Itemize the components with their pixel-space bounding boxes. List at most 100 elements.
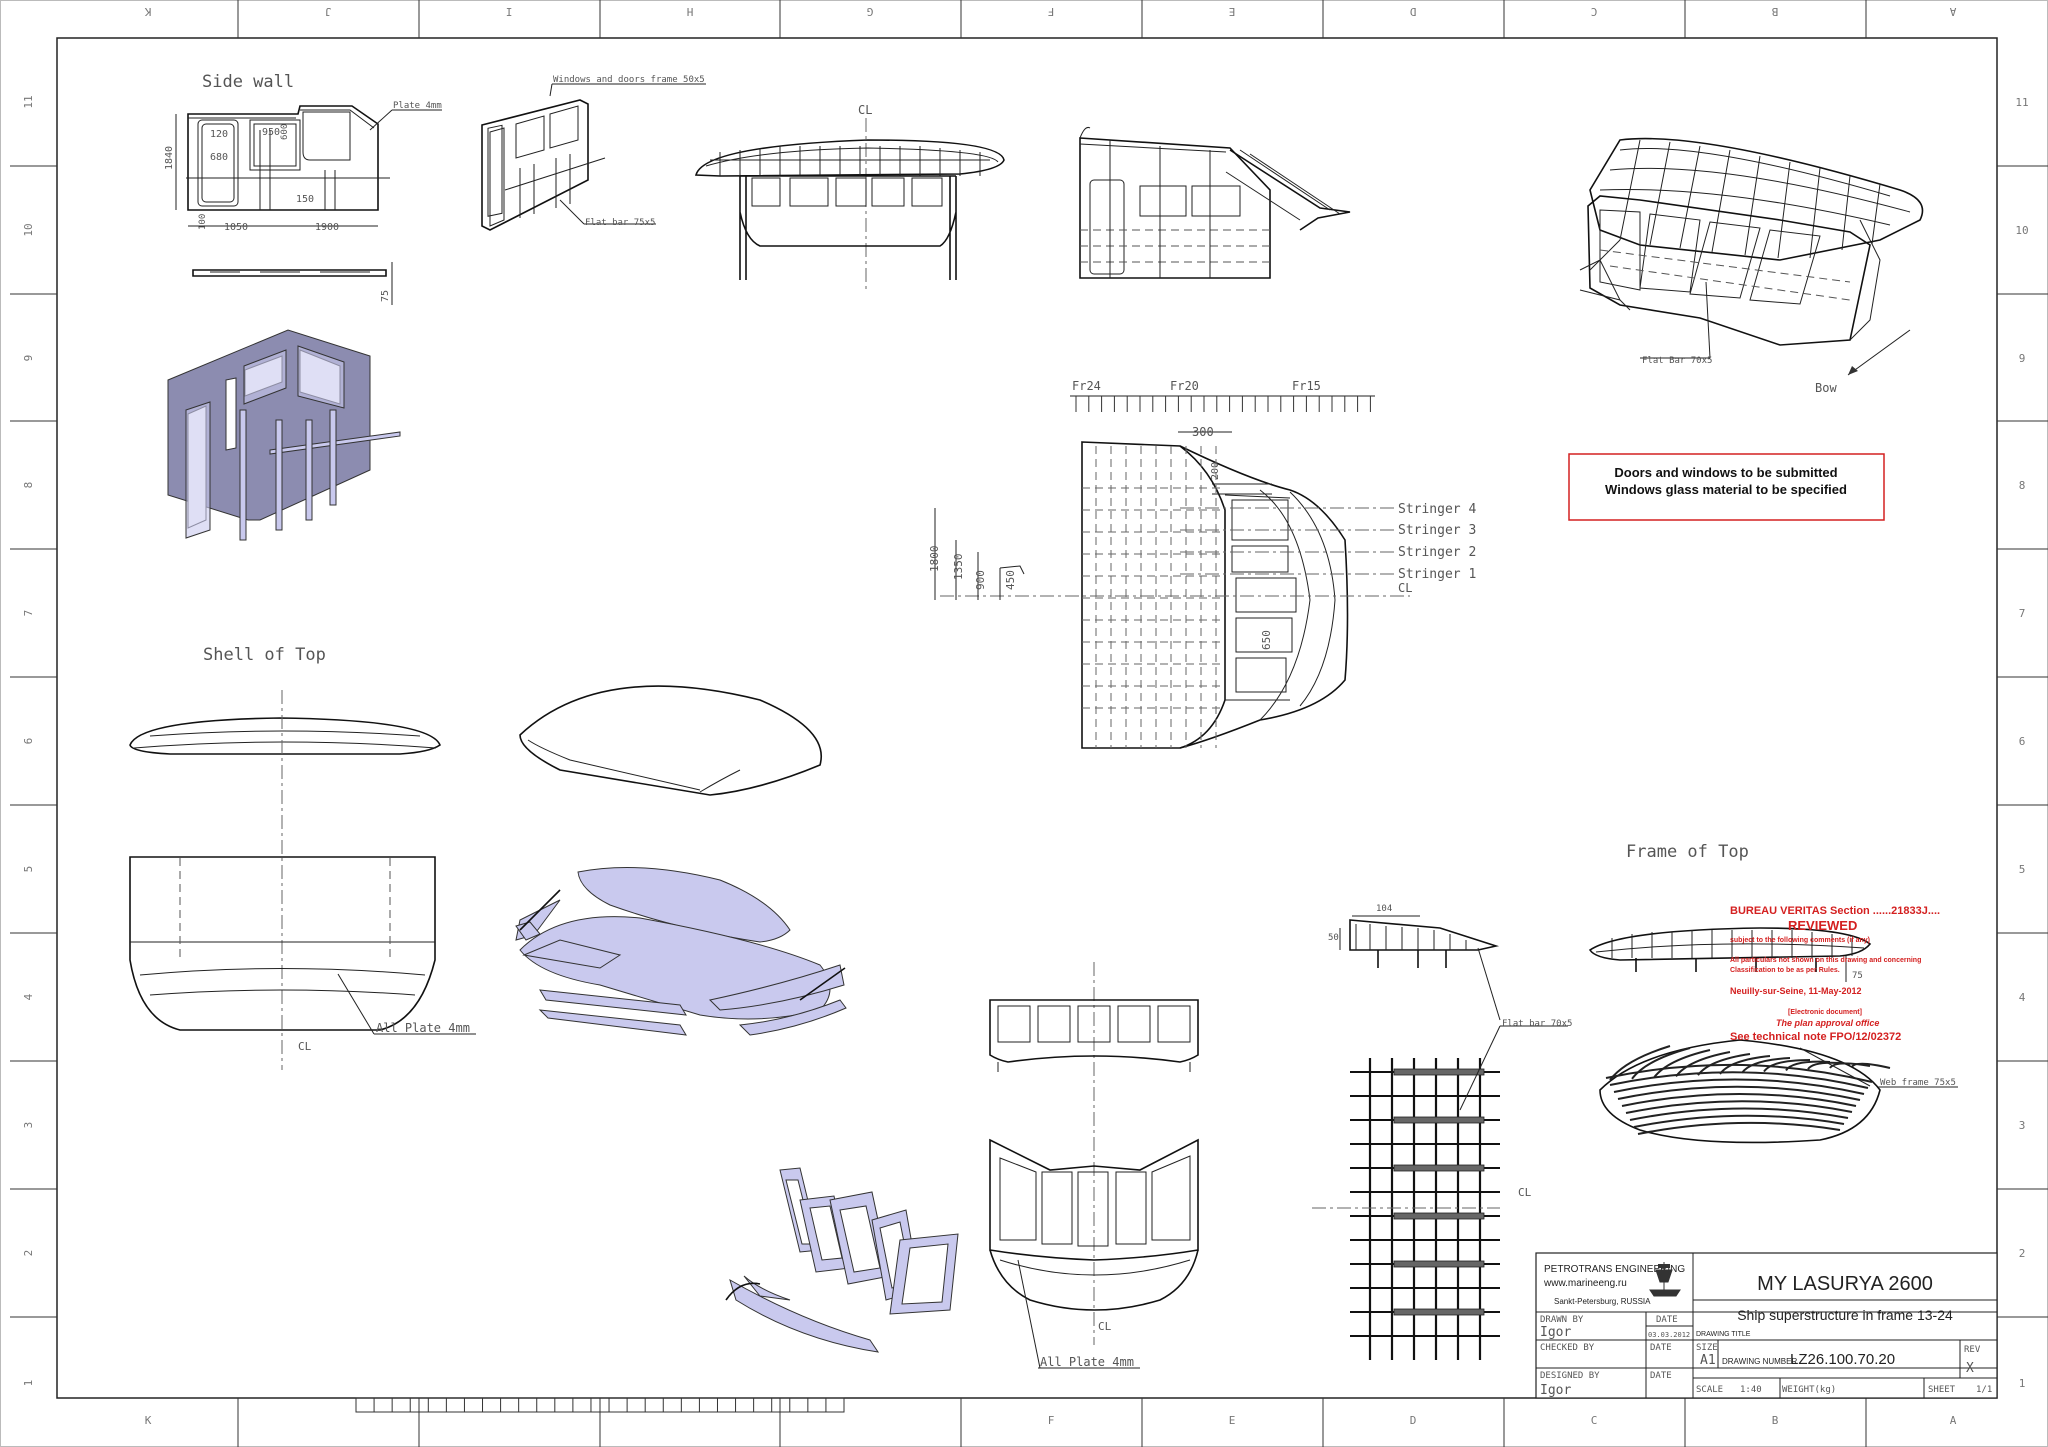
zone-col-top-5: F — [1048, 5, 1055, 18]
zone-col-bottom-5: B — [1772, 1414, 1779, 1427]
dim-1050: 1050 — [224, 222, 248, 233]
zone-row-right-6: 5 — [2019, 863, 2026, 876]
label-plate-4mm: Plate 4mm — [393, 101, 442, 111]
dim-100: 100 — [198, 214, 208, 230]
label-all-plate-left: All Plate 4mm — [376, 1021, 470, 1035]
stamp-line-9: See technical note FPO/12/02372 — [1730, 1031, 1901, 1043]
drawing-frame — [56, 37, 1998, 1399]
dim-300: 300 — [1192, 425, 1214, 439]
stringer-label-2: Stringer 2 — [1398, 545, 1476, 560]
note-box: Doors and windows to be submitted Window… — [1568, 453, 1885, 521]
dim-1900: 1900 — [315, 222, 339, 233]
tb-date: 03.03.2012 — [1648, 1331, 1690, 1339]
tb-date-label-3: DATE — [1650, 1371, 1672, 1381]
zone-col-bottom-6: A — [1950, 1414, 1957, 1427]
cl-shell: CL — [298, 1040, 312, 1053]
cl-grid: CL — [1518, 1186, 1532, 1199]
tb-drawing-number-label: DRAWING NUMBER — [1722, 1357, 1797, 1366]
dim-1840: 1840 — [164, 146, 175, 170]
front-frame-view: CL — [694, 103, 1005, 290]
dim-680: 680 — [210, 152, 228, 163]
stamp-line-8: The plan approval office — [1776, 1018, 1879, 1028]
stamp-line-1: BUREAU VERITAS Section ......21833J.... — [1730, 905, 1940, 917]
zone-row-right-0: 11 — [2015, 96, 2028, 109]
zone-row-right-9: 2 — [2019, 1247, 2026, 1260]
tb-rev-label: REV — [1964, 1345, 1981, 1355]
side-frame-view — [1079, 127, 1351, 279]
stringer-section: 104 50 Flat bar 70x5 CL — [1312, 904, 1572, 1360]
stamp-line-6: Neuilly-sur-Seine, 11-May-2012 — [1730, 986, 1862, 996]
stamp-line-4: All particulars not shown on this drawin… — [1730, 957, 1921, 964]
dim-150: 150 — [296, 194, 314, 205]
dim-600: 600 — [280, 124, 290, 140]
zone-row-left-4: 7 — [22, 610, 35, 617]
shell-of-top-view: Shell of Top CL All Plate 4mm — [129, 645, 476, 1070]
dim-450: 450 — [1004, 570, 1017, 590]
zone-col-bottom-3: D — [1410, 1414, 1417, 1427]
zone-row-left-5: 6 — [22, 738, 35, 745]
tb-weight-label: WEIGHT(kg) — [1782, 1385, 1836, 1395]
stamp-line-5: Classification to be as per Rules. — [1730, 967, 1840, 974]
company-logo — [1649, 1262, 1681, 1297]
dim-200: 200 — [1210, 462, 1221, 480]
zone-row-left-9: 2 — [22, 1250, 35, 1257]
zone-col-top-10: A — [1949, 5, 1956, 18]
zone-row-right-7: 4 — [2019, 991, 2026, 1004]
zone-row-right-8: 3 — [2019, 1119, 2026, 1132]
zone-col-bottom-4: C — [1591, 1414, 1598, 1427]
cl-plan: CL — [1398, 581, 1412, 595]
dim-120: 120 — [210, 129, 228, 140]
zone-row-left-10: 1 — [22, 1380, 35, 1387]
class-stamp: BUREAU VERITAS Section ......21833J.... … — [1730, 905, 1940, 1043]
stamp-line-2: REVIEWED — [1788, 918, 1857, 933]
tb-city: Sankt-Petersburg, RUSSIA — [1554, 1297, 1651, 1306]
tb-scale: 1:40 — [1740, 1385, 1762, 1395]
side-wall-title: Side wall — [202, 72, 294, 92]
tb-checked-by-label: CHECKED BY — [1540, 1343, 1595, 1353]
tb-date-label-2: DATE — [1650, 1343, 1672, 1353]
zone-row-right-3: 8 — [2019, 479, 2026, 492]
dim-75b: 75 — [1852, 971, 1863, 981]
zone-col-bottom-2: E — [1229, 1414, 1236, 1427]
frame-label-2: Fr15 — [1292, 379, 1321, 393]
label-windows-frame: Windows and doors frame 50x5 — [553, 75, 705, 85]
zone-col-top-4: G — [867, 5, 874, 18]
tb-drawn-by: Igor — [1540, 1325, 1571, 1340]
frame-of-top-view: Frame of Top 75 Web frame 75x5 — [1588, 842, 1958, 1144]
zone-col-top-7: D — [1410, 5, 1417, 18]
dim-950: 950 — [262, 127, 280, 138]
zone-col-top-8: C — [1591, 5, 1598, 18]
tb-sheet: 1/1 — [1976, 1385, 1992, 1395]
label-flat-bar-75-a: Flat bar 75x5 — [585, 218, 655, 228]
dim-50: 50 — [1328, 933, 1339, 943]
front-frame-bottom: CL All Plate 4mm — [989, 962, 1199, 1369]
shell-of-top-title: Shell of Top — [203, 645, 326, 665]
zone-col-top-1: J — [325, 5, 332, 18]
stamp-line-3: subject to the following comments (if an… — [1730, 937, 1870, 944]
tb-company: PETROTRANS ENGINEERING — [1544, 1264, 1685, 1275]
tb-project: MY LASURYA 2600 — [1757, 1273, 1933, 1295]
frame-label-0: Fr24 — [1072, 379, 1101, 393]
zone-row-left-6: 5 — [22, 866, 35, 873]
frame-label-1: Fr20 — [1170, 379, 1199, 393]
cl-bottom: CL — [1098, 1320, 1112, 1333]
dim-104: 104 — [1376, 904, 1392, 914]
dim-75: 75 — [380, 290, 391, 302]
tb-drawing-number: LZ26.100.70.20 — [1790, 1351, 1895, 1368]
zone-col-top-2: I — [506, 5, 513, 18]
cl-top: CL — [858, 103, 872, 117]
dim-650: 650 — [1260, 630, 1273, 650]
zone-row-right-2: 9 — [2019, 352, 2026, 365]
zone-row-left-7: 4 — [22, 993, 35, 1000]
exploded-window-frames — [725, 1167, 959, 1353]
windows-frame-iso: Windows and doors frame 50x5 Flat bar 75… — [481, 75, 706, 231]
label-bow: Bow — [1815, 381, 1837, 395]
dim-1800: 1800 — [928, 546, 941, 573]
top-iso-frame: Flat Bar 70x5 Bow — [1579, 137, 1924, 395]
tb-designed-by-label: DESIGNED BY — [1540, 1371, 1600, 1381]
zone-col-top-3: H — [687, 5, 694, 18]
zone-col-bottom-0: K — [145, 1414, 152, 1427]
